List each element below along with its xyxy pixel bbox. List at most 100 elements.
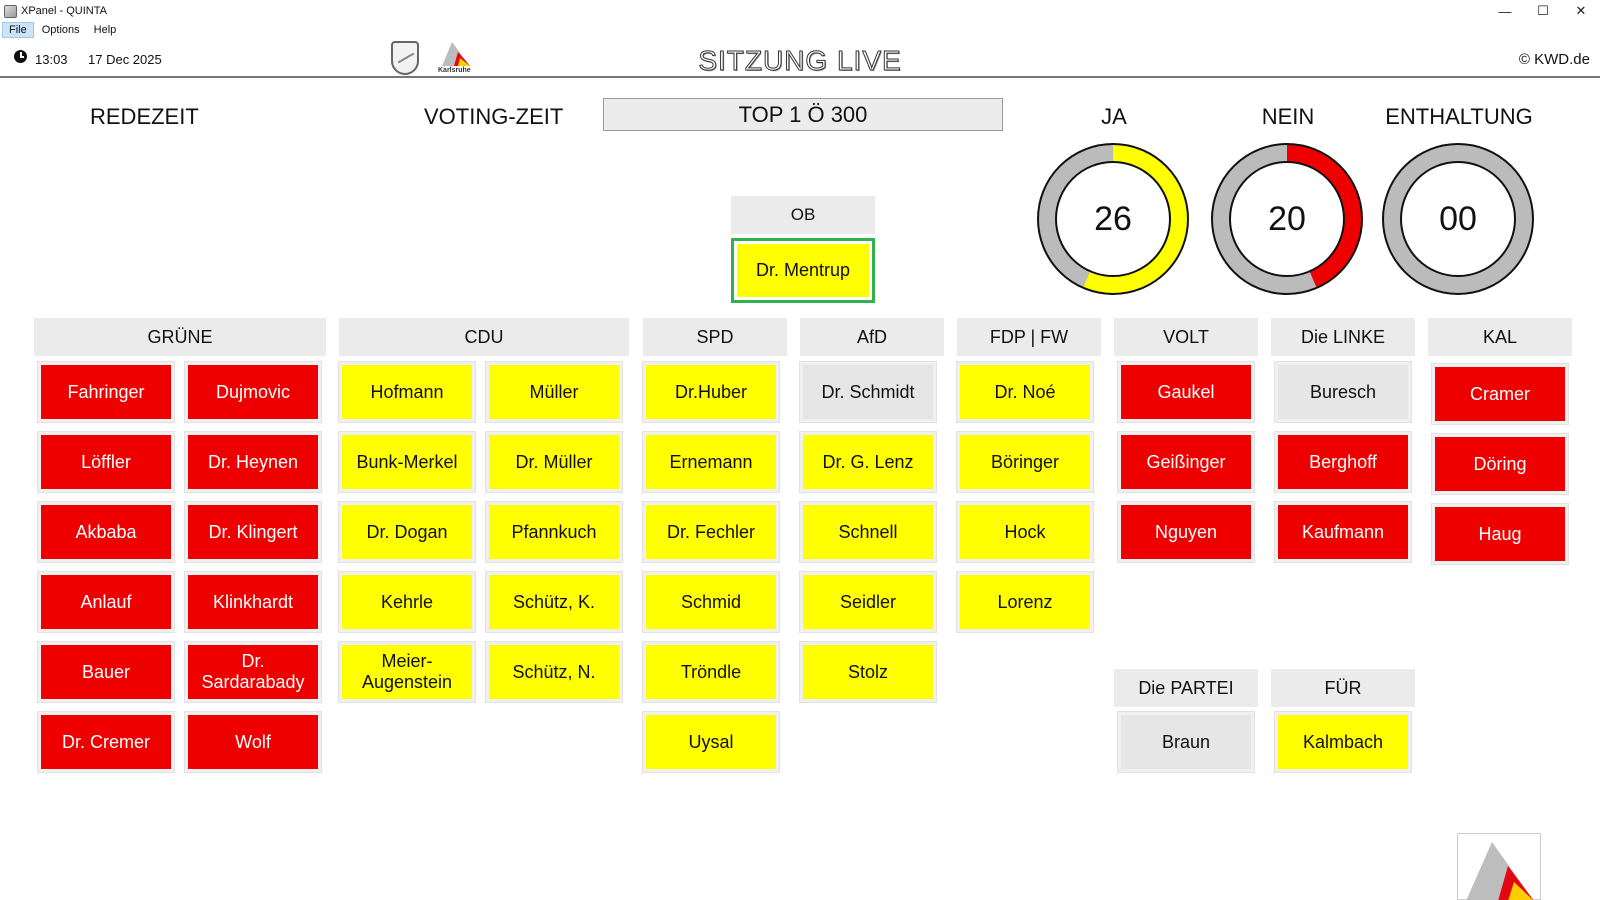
- party-header-afd: AfD: [800, 318, 944, 356]
- seat-spd-6[interactable]: Uysal: [643, 712, 779, 772]
- enthaltung-gauge: 00: [1381, 142, 1535, 296]
- seat-kal-2[interactable]: Döring: [1432, 434, 1568, 494]
- enthaltung-label: ENTHALTUNG: [1385, 104, 1533, 129]
- seat-gruene-7[interactable]: Anlauf: [38, 572, 174, 632]
- seat-spd-5[interactable]: Tröndle: [643, 642, 779, 702]
- party-header-fdp-fw: FDP | FW: [957, 318, 1101, 356]
- enthaltung-gauge-track: [1383, 144, 1533, 294]
- seat-afd-1[interactable]: Dr. Schmidt: [800, 362, 936, 422]
- menu-file[interactable]: File: [2, 22, 34, 38]
- ja-count: 26: [1094, 200, 1132, 238]
- menu-bar: File Options Help: [0, 21, 1600, 39]
- current-time: 13:03: [35, 52, 68, 67]
- enthaltung-count: 00: [1439, 200, 1477, 238]
- current-date: 17 Dec 2025: [88, 52, 162, 67]
- seat-kal-3[interactable]: Haug: [1432, 504, 1568, 564]
- seat-gruene-8[interactable]: Klinkhardt: [185, 572, 321, 632]
- seat-cdu-10[interactable]: Schütz, N.: [486, 642, 622, 702]
- nein-gauge-arc: [1212, 144, 1362, 294]
- party-header-spd: SPD: [643, 318, 787, 356]
- party-header-fuer: FÜR: [1271, 669, 1415, 707]
- seat-cdu-4[interactable]: Dr. Müller: [486, 432, 622, 492]
- seat-gruene-6[interactable]: Dr. Klingert: [185, 502, 321, 562]
- ja-label: JA: [1101, 104, 1127, 129]
- seat-partei-1[interactable]: Braun: [1118, 712, 1254, 772]
- ja-gauge-inner-ring: [1055, 161, 1171, 277]
- seat-fdp-fw-3[interactable]: Hock: [957, 502, 1093, 562]
- app-icon: [4, 4, 17, 18]
- seat-cdu-1[interactable]: Hofmann: [339, 362, 475, 422]
- ja-gauge: 26: [1036, 142, 1190, 296]
- seat-cdu-9[interactable]: Meier-Augenstein: [339, 642, 475, 702]
- seat-cdu-5[interactable]: Dr. Dogan: [339, 502, 475, 562]
- karlsruhe-logo-text: Karlsruhe: [438, 67, 471, 74]
- seat-afd-5[interactable]: Stolz: [800, 642, 936, 702]
- seat-volt-3[interactable]: Nguyen: [1118, 502, 1254, 562]
- nein-count: 20: [1268, 200, 1306, 238]
- seat-fuer-1[interactable]: Kalmbach: [1275, 712, 1411, 772]
- seat-cdu-3[interactable]: Bunk-Merkel: [339, 432, 475, 492]
- window-controls: — ☐ ✕: [1486, 0, 1600, 22]
- seat-fdp-fw-1[interactable]: Dr. Noé: [957, 362, 1093, 422]
- seat-linke-1[interactable]: Buresch: [1275, 362, 1411, 422]
- ja-gauge-arc: [1038, 144, 1188, 294]
- clock-icon: [14, 50, 27, 63]
- nein-label: NEIN: [1261, 104, 1315, 129]
- seat-gruene-3[interactable]: Löffler: [38, 432, 174, 492]
- party-header-partei: Die PARTEI: [1114, 669, 1258, 707]
- seat-spd-3[interactable]: Dr. Fechler: [643, 502, 779, 562]
- karlsruhe-logo: Karlsruhe: [436, 40, 476, 76]
- party-header-volt: VOLT: [1114, 318, 1258, 356]
- seat-gruene-12[interactable]: Wolf: [185, 712, 321, 772]
- redezeit-label: REDEZEIT: [90, 104, 199, 129]
- seat-volt-1[interactable]: Gaukel: [1118, 362, 1254, 422]
- seat-cdu-6[interactable]: Pfannkuch: [486, 502, 622, 562]
- window-title: XPanel - QUINTA: [21, 5, 107, 17]
- header-bar: 13:03 17 Dec 2025 Karlsruhe SITZUNG LIVE…: [0, 40, 1600, 78]
- seat-linke-2[interactable]: Berghoff: [1275, 432, 1411, 492]
- seat-afd-4[interactable]: Seidler: [800, 572, 936, 632]
- seat-cdu-8[interactable]: Schütz, K.: [486, 572, 622, 632]
- ob-seat[interactable]: Dr. Mentrup: [731, 238, 875, 303]
- seat-gruene-4[interactable]: Dr. Heynen: [185, 432, 321, 492]
- close-button[interactable]: ✕: [1575, 3, 1587, 18]
- seat-linke-3[interactable]: Kaufmann: [1275, 502, 1411, 562]
- enthaltung-gauge-inner-ring: [1400, 161, 1516, 277]
- nein-gauge: 20: [1210, 142, 1364, 296]
- window-titlebar: XPanel - QUINTA — ☐ ✕: [0, 0, 1600, 22]
- voting-zeit-label: VOTING-ZEIT: [424, 104, 564, 129]
- seat-spd-4[interactable]: Schmid: [643, 572, 779, 632]
- seat-volt-2[interactable]: Geißinger: [1118, 432, 1254, 492]
- seat-gruene-2[interactable]: Dujmovic: [185, 362, 321, 422]
- seat-gruene-5[interactable]: Akbaba: [38, 502, 174, 562]
- seat-cdu-7[interactable]: Kehrle: [339, 572, 475, 632]
- seat-fdp-fw-2[interactable]: Böringer: [957, 432, 1093, 492]
- ob-seat-name: Dr. Mentrup: [737, 244, 869, 297]
- seat-spd-1[interactable]: Dr.Huber: [643, 362, 779, 422]
- enthaltung-gauge-outer-ring: [1382, 143, 1534, 295]
- seat-gruene-11[interactable]: Dr. Cremer: [38, 712, 174, 772]
- party-header-linke: Die LINKE: [1271, 318, 1415, 356]
- page-title: SITZUNG LIVE: [698, 45, 902, 77]
- ob-header: OB: [731, 196, 875, 234]
- seat-fdp-fw-4[interactable]: Lorenz: [957, 572, 1093, 632]
- seat-afd-2[interactable]: Dr. G. Lenz: [800, 432, 936, 492]
- seat-cdu-2[interactable]: Müller: [486, 362, 622, 422]
- seat-afd-3[interactable]: Schnell: [800, 502, 936, 562]
- maximize-button[interactable]: ☐: [1537, 3, 1549, 18]
- agenda-item-box: TOP 1 Ö 300: [603, 98, 1003, 131]
- seat-gruene-1[interactable]: Fahringer: [38, 362, 174, 422]
- party-header-cdu: CDU: [339, 318, 629, 356]
- menu-options[interactable]: Options: [41, 24, 80, 36]
- seat-gruene-9[interactable]: Bauer: [38, 642, 174, 702]
- ja-gauge-outer-ring: [1037, 143, 1189, 295]
- copyright-text: © KWD.de: [1518, 51, 1590, 68]
- city-seal-logo: [391, 41, 419, 75]
- menu-help[interactable]: Help: [93, 24, 117, 36]
- minimize-button[interactable]: —: [1498, 3, 1512, 19]
- seat-gruene-10[interactable]: Dr. Sardarabady: [185, 642, 321, 702]
- seat-spd-2[interactable]: Ernemann: [643, 432, 779, 492]
- seat-kal-1[interactable]: Cramer: [1432, 364, 1568, 424]
- party-header-kal: KAL: [1428, 318, 1572, 356]
- party-header-gruene: GRÜNE: [34, 318, 326, 356]
